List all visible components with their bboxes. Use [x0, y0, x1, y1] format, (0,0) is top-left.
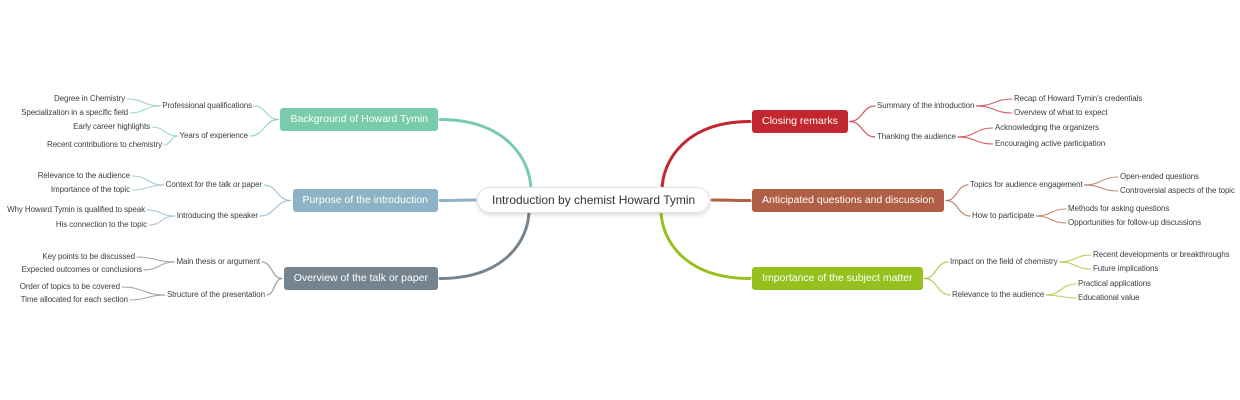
- subtopic-label[interactable]: Topics for audience engagement: [970, 180, 1083, 189]
- detail-label[interactable]: Opportunities for follow-up discussions: [1068, 218, 1202, 227]
- connector-line: [1035, 215, 1067, 224]
- connector-line: [945, 199, 971, 217]
- topic-node-questions[interactable]: Anticipated questions and discussion: [752, 189, 945, 212]
- connector-line: [1084, 176, 1119, 186]
- connector-line: [151, 126, 179, 137]
- connector-line: [148, 215, 176, 226]
- detail-label[interactable]: Time allocated for each section: [20, 295, 128, 304]
- connector-line: [710, 198, 752, 202]
- topic-node-purpose[interactable]: Purpose of the introduction: [292, 189, 438, 212]
- detail-label[interactable]: Degree in Chemistry: [53, 94, 125, 103]
- subtopic-label[interactable]: Impact on the field of chemistry: [950, 257, 1058, 266]
- connector-line: [1084, 184, 1119, 192]
- subtopic-label[interactable]: Summary of the introduction: [877, 101, 975, 110]
- subtopic-label[interactable]: Professional qualifications: [162, 101, 252, 110]
- detail-label[interactable]: Open-ended questions: [1120, 172, 1199, 181]
- connector-line: [975, 105, 1013, 114]
- connector-line: [957, 127, 994, 138]
- connector-line: [438, 198, 477, 202]
- detail-label[interactable]: Controversial aspects of the topic: [1120, 186, 1235, 195]
- subtopic-label[interactable]: Main thesis or argument: [176, 257, 260, 266]
- detail-label[interactable]: His connection to the topic: [55, 220, 147, 229]
- connector-line: [1045, 294, 1077, 299]
- connector-line: [249, 118, 280, 137]
- detail-label[interactable]: Encouraging active participation: [995, 139, 1106, 148]
- subtopic-label[interactable]: Thanking the audience: [877, 132, 956, 141]
- detail-label[interactable]: Key points to be discussed: [42, 252, 135, 261]
- subtopic-label[interactable]: Introducing the speaker: [176, 211, 258, 220]
- detail-label[interactable]: Importance of the topic: [50, 185, 130, 194]
- connector-line: [143, 261, 176, 271]
- connector-line: [1058, 254, 1092, 263]
- connector-line: [923, 261, 949, 280]
- connector-line: [253, 105, 280, 121]
- connector-line: [131, 184, 165, 191]
- connector-line: [163, 135, 179, 146]
- detail-label[interactable]: Specialization in a specific field: [21, 108, 128, 117]
- connector-line: [1035, 208, 1067, 217]
- connector-line: [146, 209, 176, 217]
- connector-line: [923, 277, 951, 296]
- topic-node-closing[interactable]: Closing remarks: [752, 110, 848, 133]
- connector-line: [438, 208, 531, 280]
- subtopic-label[interactable]: Context for the talk or paper: [165, 180, 262, 189]
- connector-line: [263, 184, 292, 202]
- connector-line: [849, 120, 876, 138]
- detail-label[interactable]: Why Howard Tymin is qualified to speak: [7, 205, 145, 214]
- detail-label[interactable]: Early career highlights: [73, 122, 150, 131]
- connector-line: [1045, 283, 1077, 296]
- topic-node-overview[interactable]: Overview of the talk or paper: [283, 267, 438, 290]
- connector-line: [659, 208, 752, 280]
- detail-label[interactable]: Practical applications: [1078, 279, 1151, 288]
- topic-node-importance[interactable]: Importance of the subject matter: [752, 267, 923, 290]
- detail-label[interactable]: Recap of Howard Tymin's credentials: [1014, 94, 1143, 103]
- detail-label[interactable]: Overview of what to expect: [1014, 108, 1108, 117]
- connector-line: [129, 105, 161, 114]
- connector-line: [957, 136, 994, 145]
- detail-label[interactable]: Recent developments or breakthroughs: [1093, 250, 1230, 259]
- subtopic-label[interactable]: Structure of the presentation: [166, 290, 265, 299]
- connector-line: [259, 199, 292, 217]
- connector-line: [136, 256, 176, 263]
- connector-line: [126, 98, 161, 107]
- detail-label[interactable]: Future implications: [1093, 264, 1159, 273]
- connector-line: [129, 294, 166, 301]
- detail-label[interactable]: Relevance to the audience: [37, 171, 130, 180]
- connector-line: [849, 105, 876, 123]
- detail-label[interactable]: Acknowledging the organizers: [995, 123, 1099, 132]
- connector-line: [945, 184, 969, 202]
- detail-label[interactable]: Methods for asking questions: [1068, 204, 1170, 213]
- subtopic-label[interactable]: Relevance to the audience: [952, 290, 1045, 299]
- connector-line: [121, 286, 166, 296]
- subtopic-label[interactable]: Years of experience: [179, 131, 248, 140]
- connector-line: [1058, 261, 1092, 270]
- detail-label[interactable]: Recent contributions to chemistry: [47, 140, 162, 149]
- subtopic-label[interactable]: How to participate: [972, 211, 1035, 220]
- central-topic-node[interactable]: Introduction by chemist Howard Tymin: [477, 187, 711, 213]
- connector-line: [266, 277, 283, 296]
- connector-line: [261, 261, 283, 280]
- connector-line: [131, 175, 165, 186]
- detail-label[interactable]: Educational value: [1078, 293, 1140, 302]
- detail-label[interactable]: Expected outcomes or conclusions: [21, 265, 143, 274]
- connector-line: [438, 118, 533, 193]
- topic-node-background[interactable]: Background of Howard Tymin: [280, 108, 438, 131]
- detail-label[interactable]: Order of topics to be covered: [19, 282, 120, 291]
- connector-line: [975, 98, 1013, 107]
- connector-line: [660, 120, 752, 193]
